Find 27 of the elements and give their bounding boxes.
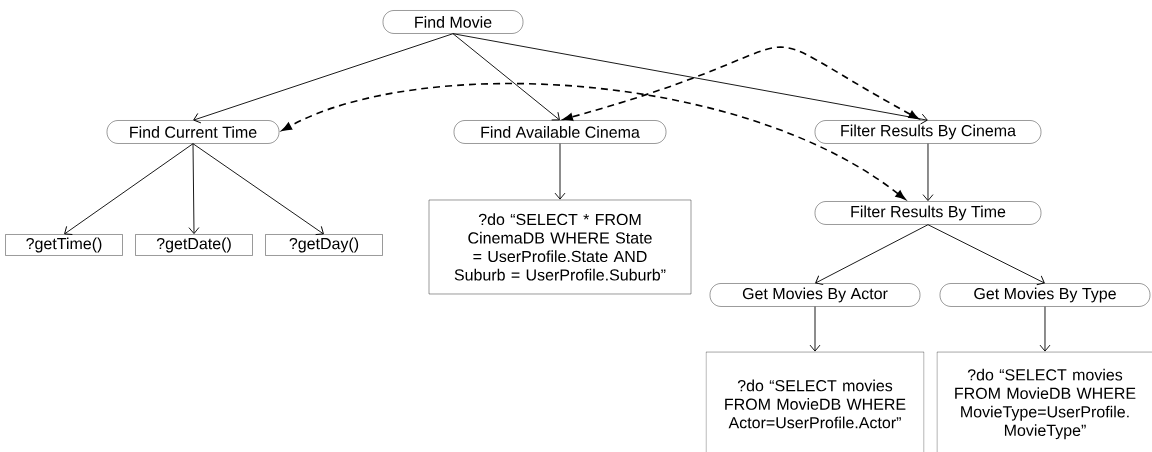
task-node: Find Current Time [106,120,280,144]
method-box: ?getDate() [135,234,253,256]
arrow [922,143,934,202]
arrow [452,33,928,125]
query-box: ?do “SELECT movies FROM MovieDB WHERE Actor=UserProfile.Actor” [705,351,925,452]
arrow [452,33,560,121]
query-box: ?do “SELECT movies FROM MovieDB WHERE MovieType=UserProfile. MovieType” [936,351,1152,452]
task-node: Filter Results By Time [814,201,1042,225]
task-node: Filter Results By Cinema [814,120,1042,144]
arrow [927,224,1045,286]
arrow [815,224,929,286]
arrow [1039,306,1051,352]
task-node: Find Available Cinema [453,120,667,144]
task-node: Get Movies By Actor [709,283,921,307]
dashed-arrow [562,46,919,121]
dashed-arrow [281,82,906,200]
arrow [192,143,324,236]
query-box: ?do “SELECT * FROM CinemaDB WHERE State = UserProfile.State AND Suburb = UserProfile.Suburb” [428,199,692,295]
task-node: Find Movie [382,10,524,34]
arrow [554,143,566,200]
arrow [193,33,454,124]
task-node: Get Movies By Type [939,283,1151,307]
method-box: ?getDay() [265,234,383,256]
arrow [809,306,821,352]
method-box: ?getTime() [5,234,123,256]
arrow [64,143,194,235]
arrow [188,143,200,235]
